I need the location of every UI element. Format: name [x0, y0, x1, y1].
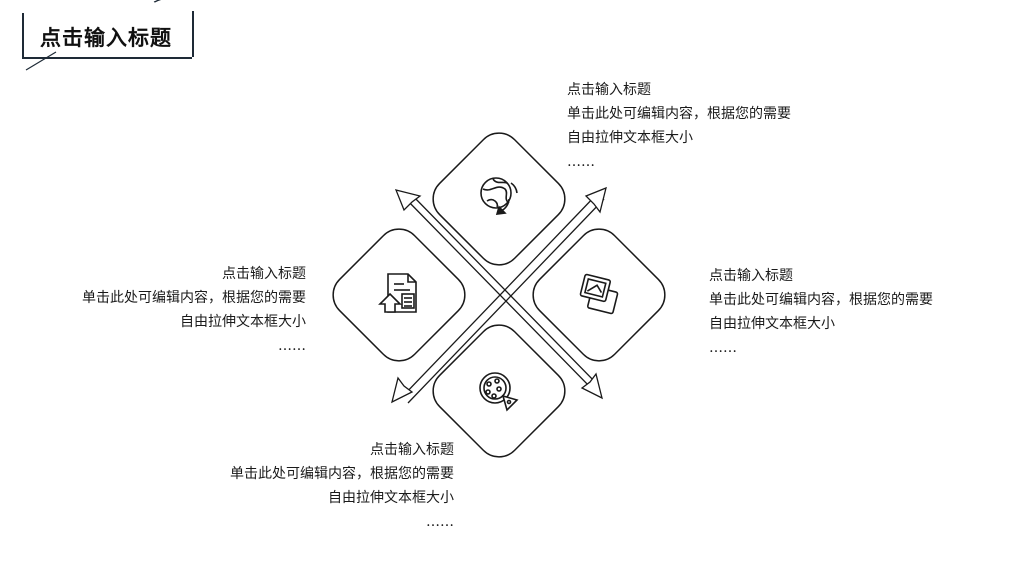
text-block-right: 点击输入标题 单击此处可编辑内容，根据您的需要 自由拉伸文本框大小 …… — [709, 264, 933, 360]
block-line: 单击此处可编辑内容，根据您的需要 — [709, 292, 933, 308]
text-block-top: 点击输入标题 单击此处可编辑内容，根据您的需要 自由拉伸文本框大小 …… — [567, 78, 791, 174]
block-line: 单击此处可编辑内容，根据您的需要 — [82, 290, 306, 306]
block-ellipsis: …… — [426, 514, 454, 530]
title-frame — [22, 11, 194, 59]
block-ellipsis: …… — [709, 340, 737, 356]
block-line: 自由拉伸文本框大小 — [709, 316, 835, 332]
arrow-head-top-left — [394, 189, 422, 212]
arrow-head-bottom-right — [580, 372, 603, 400]
block-ellipsis: …… — [278, 338, 306, 354]
block-title: 点击输入标题 — [709, 268, 793, 284]
page-title: 点击输入标题 — [40, 26, 172, 50]
block-line: 自由拉伸文本框大小 — [180, 314, 306, 330]
document-upload-icon — [378, 273, 417, 313]
cross-arrows — [401, 192, 605, 404]
block-title: 点击输入标题 — [370, 442, 454, 458]
block-title: 点击输入标题 — [567, 82, 651, 98]
arrow-heads — [391, 186, 607, 404]
block-line: 自由拉伸文本框大小 — [328, 490, 454, 506]
arrow-head-top-right — [584, 186, 607, 214]
text-block-bottom: 点击输入标题 单击此处可编辑内容，根据您的需要 自由拉伸文本框大小 …… — [230, 438, 454, 534]
photo-gallery-icon — [579, 273, 619, 315]
globe-refresh-icon — [480, 177, 518, 215]
block-line: 自由拉伸文本框大小 — [567, 130, 693, 146]
text-block-left: 点击输入标题 单击此处可编辑内容，根据您的需要 自由拉伸文本框大小 …… — [82, 262, 306, 358]
diamond-top — [432, 132, 566, 266]
block-ellipsis: …… — [567, 154, 595, 170]
block-line: 单击此处可编辑内容，根据您的需要 — [230, 466, 454, 482]
block-line: 单击此处可编辑内容，根据您的需要 — [567, 106, 791, 122]
title-decoration — [25, 0, 162, 71]
pizza-icon — [479, 372, 519, 412]
block-title: 点击输入标题 — [222, 266, 306, 282]
arrow-head-bottom-left — [391, 376, 414, 404]
